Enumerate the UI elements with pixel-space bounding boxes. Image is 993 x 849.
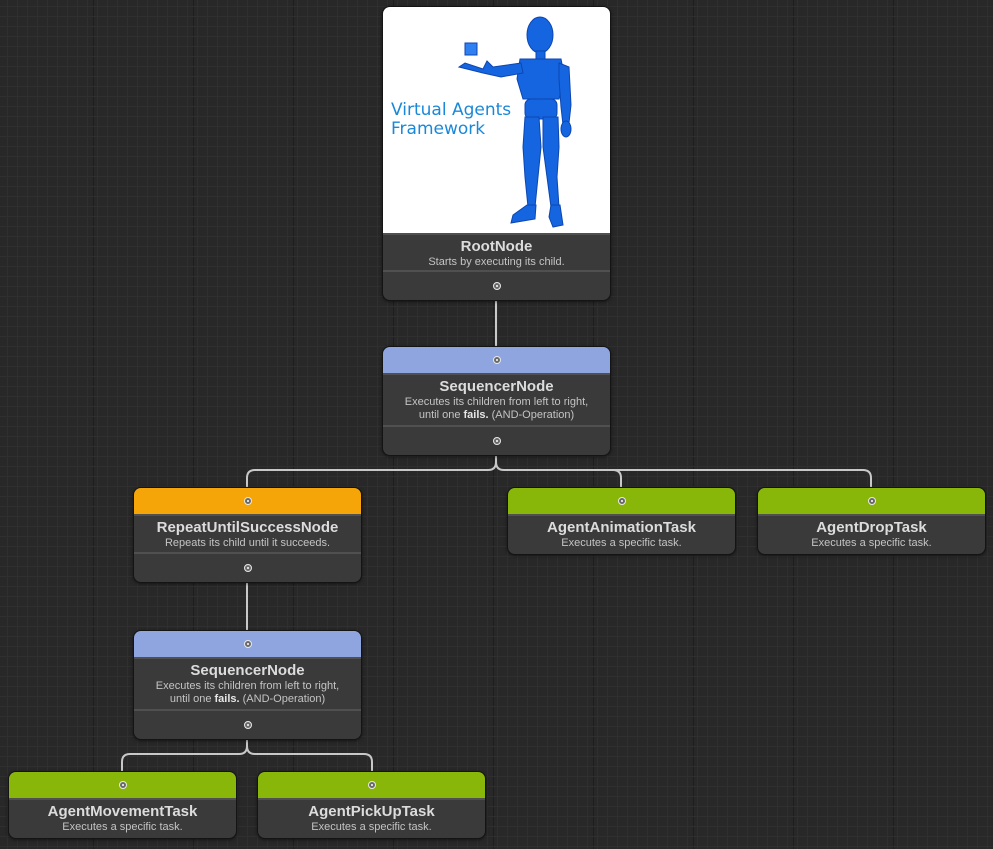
desc-pre: until one <box>169 693 215 705</box>
input-port[interactable] <box>243 640 252 648</box>
framework-image: Virtual Agents Framework <box>383 7 610 235</box>
description-line-2: until one fails. (AND-Operation) <box>138 693 357 706</box>
node-title: AgentAnimationTask <box>547 519 696 536</box>
sequencer-node-top[interactable]: SequencerNode Executes its children from… <box>382 346 611 456</box>
node-title: AgentDropTask <box>816 519 927 536</box>
node-description: Executes a specific task. <box>811 537 932 549</box>
desc-post: (AND-Operation) <box>488 409 575 421</box>
description-line-1: Executes its children from left to right… <box>404 396 589 408</box>
repeat-until-success-node[interactable]: RepeatUntilSuccessNode Repeats its child… <box>133 487 362 583</box>
sequencer-node-bottom[interactable]: SequencerNode Executes its children from… <box>133 630 362 740</box>
input-port[interactable] <box>367 781 376 789</box>
node-title: AgentPickUpTask <box>308 803 435 820</box>
node-title: RootNode <box>460 238 533 255</box>
input-port-bar <box>9 772 236 800</box>
desc-pre: until one <box>418 409 464 421</box>
agent-animation-task-node[interactable]: AgentAnimationTask Executes a specific t… <box>507 487 736 555</box>
agent-movement-task-node[interactable]: AgentMovementTask Executes a specific ta… <box>8 771 237 839</box>
input-port[interactable] <box>492 356 501 364</box>
output-port[interactable] <box>243 721 252 729</box>
output-port[interactable] <box>243 564 252 572</box>
edge-sequencer-to-animation <box>495 461 622 488</box>
node-description: Executes a specific task. <box>62 821 183 833</box>
input-port-bar <box>134 488 361 516</box>
desc-bold: fails. <box>214 693 240 705</box>
edge-sequencer-to-movement <box>121 740 248 772</box>
node-description: Executes its children from left to right… <box>383 396 610 422</box>
desc-bold: fails. <box>463 409 489 421</box>
brand-line-1: Virtual Agents <box>391 100 512 120</box>
output-port[interactable] <box>492 282 501 290</box>
output-port[interactable] <box>492 437 501 445</box>
input-port-bar <box>383 347 610 375</box>
node-description: Executes its children from left to right… <box>134 680 361 706</box>
output-port-bar <box>383 425 610 455</box>
node-description: Starts by executing its child. <box>428 256 565 268</box>
edge-sequencer-to-pickup <box>246 745 373 772</box>
output-port-bar <box>383 270 610 300</box>
node-title: SequencerNode <box>190 662 305 679</box>
description-line-2: until one fails. (AND-Operation) <box>387 409 606 422</box>
node-title: AgentMovementTask <box>47 803 198 820</box>
output-port-bar <box>134 709 361 739</box>
root-node[interactable]: Virtual Agents Framework <box>382 6 611 301</box>
node-title: RepeatUntilSuccessNode <box>156 519 339 536</box>
output-port-bar <box>134 552 361 582</box>
input-port-bar <box>508 488 735 516</box>
desc-post: (AND-Operation) <box>239 693 326 705</box>
agent-drop-task-node[interactable]: AgentDropTask Executes a specific task. <box>757 487 986 555</box>
input-port[interactable] <box>867 497 876 505</box>
input-port[interactable] <box>617 497 626 505</box>
description-line-1: Executes its children from left to right… <box>155 680 340 692</box>
agent-figure-icon <box>457 16 572 228</box>
input-port[interactable] <box>118 781 127 789</box>
node-description: Executes a specific task. <box>311 821 432 833</box>
edge-sequencer-to-drop <box>613 469 872 488</box>
brand-line-2: Framework <box>391 119 486 139</box>
edge-sequencer-to-repeat <box>246 456 497 488</box>
input-port-bar <box>758 488 985 516</box>
node-title: SequencerNode <box>439 378 554 395</box>
framework-brand-text: Virtual Agents Framework <box>391 101 511 139</box>
agent-pickup-task-node[interactable]: AgentPickUpTask Executes a specific task… <box>257 771 486 839</box>
input-port-bar <box>134 631 361 659</box>
input-port[interactable] <box>243 497 252 505</box>
input-port-bar <box>258 772 485 800</box>
node-description: Executes a specific task. <box>561 537 682 549</box>
node-description: Repeats its child until it succeeds. <box>164 537 331 549</box>
